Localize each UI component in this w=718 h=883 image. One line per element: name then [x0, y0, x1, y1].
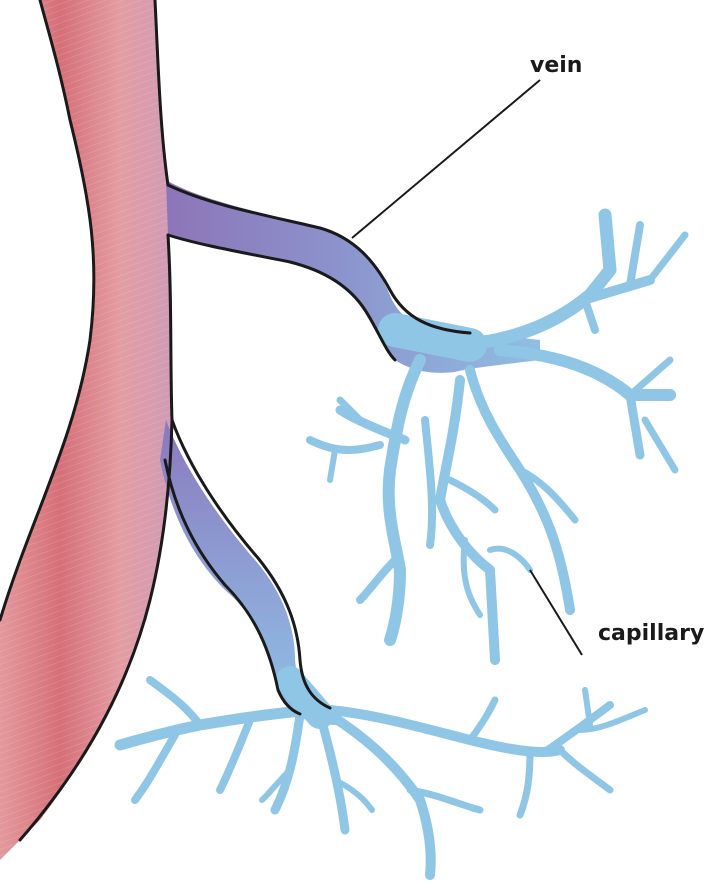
capillary-branch	[585, 300, 595, 330]
capillary-branch	[275, 715, 300, 810]
vein-leader-line	[352, 80, 540, 238]
capillary-branch	[650, 235, 685, 280]
capillary-branch	[360, 560, 395, 600]
lower-capillary-network	[120, 680, 645, 875]
capillary-branch	[330, 450, 335, 480]
capillary-branch	[500, 350, 670, 395]
vein-label: vein	[530, 53, 582, 78]
capillary-branch	[630, 395, 640, 455]
capillary-branch	[330, 715, 431, 875]
capillary-branch	[560, 750, 610, 790]
capillary-branch	[150, 680, 200, 725]
capillary-branch	[470, 700, 495, 740]
capillary-branch	[645, 420, 675, 470]
capillary-branch	[460, 215, 610, 345]
capillary-branch	[310, 440, 380, 450]
capillary-branch	[490, 549, 530, 570]
capillary-branch	[389, 360, 420, 640]
capillary-branch	[630, 225, 640, 285]
capillary-branch	[520, 752, 530, 815]
capillary-annotation: capillary	[530, 570, 704, 655]
capillary-branch	[220, 720, 250, 790]
lower-vein	[160, 420, 340, 725]
capillary-branch	[320, 715, 345, 830]
main-vessel-texture	[0, 0, 172, 860]
capillary-branch	[120, 710, 310, 745]
capillary-branch	[470, 370, 570, 610]
vein-annotation: vein	[352, 53, 582, 238]
capillary-label: capillary	[598, 621, 704, 646]
lower-vein-body	[160, 420, 340, 725]
capillary-branch	[450, 480, 495, 510]
main-vessel	[0, 0, 172, 860]
capillary-branch	[425, 420, 432, 545]
